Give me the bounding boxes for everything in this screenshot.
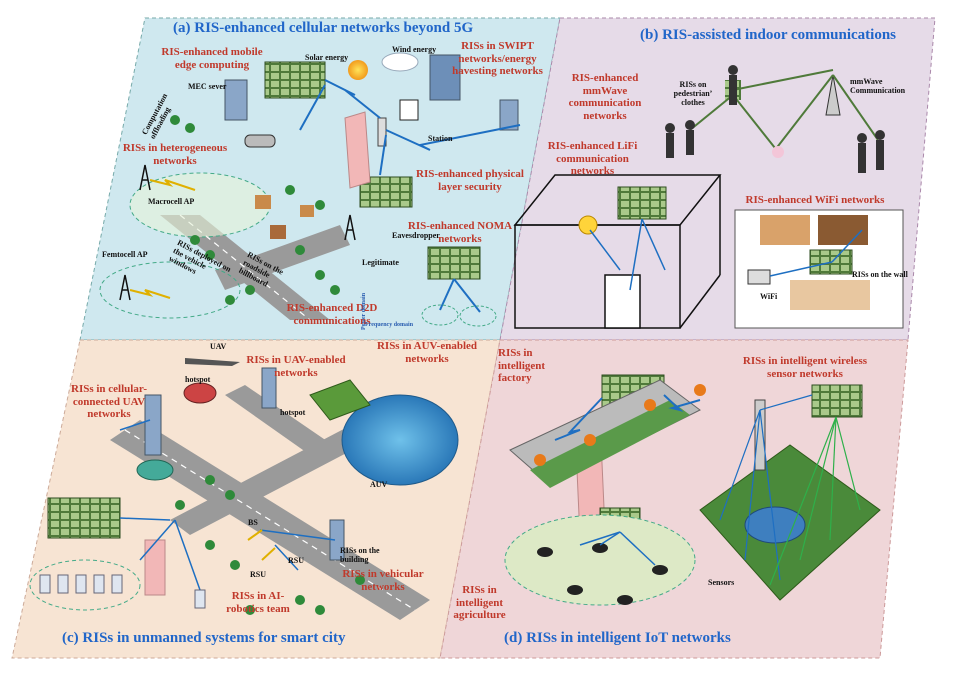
label-on-wall: RISs on the wall <box>852 270 908 279</box>
car-icon <box>244 134 276 148</box>
label-robotics: RISs in AI-robotics team <box>226 590 290 615</box>
label-hetnet: RISs in heterogeneous networks <box>122 142 228 167</box>
light-bulb-icon <box>578 215 598 235</box>
label-rsu-2: RSU <box>288 556 305 565</box>
park-icon <box>309 379 371 421</box>
label-wsn: RISs in intelligent wireless sensor netw… <box>742 355 868 380</box>
label-cellular-uav: RISs in cellular-connected UAV networks <box>71 383 147 421</box>
label-mmwave-comm: mmWave Communication <box>850 77 906 96</box>
charging-station-icon <box>399 99 419 121</box>
label-bs: BS <box>248 518 258 527</box>
label-femtocell: Femtocell AP <box>102 250 148 259</box>
label-noma: RIS-enhanced NOMA networks <box>407 220 513 245</box>
label-wind: Wind energy <box>392 45 437 54</box>
label-lifi: RIS-enhanced LiFi communication networks <box>547 140 638 178</box>
label-factory: RISs in intelligent factory <box>498 347 546 385</box>
panel-b-title: (b) RIS-assisted indoor communications <box>640 27 897 43</box>
label-vehicular: RISs in vehicular networks <box>342 568 424 593</box>
label-auv: AUV <box>370 480 388 489</box>
label-clothes: RISs on pedestrian’ clothes <box>673 80 713 108</box>
label-uav: UAV <box>210 342 227 351</box>
label-uav-enabled: RISs in UAV-enabled networks <box>246 354 346 379</box>
panel-d-title: (d) RISs in intelligent IoT networks <box>504 630 731 646</box>
label-station: Station <box>428 134 453 143</box>
uav-icon <box>185 358 240 366</box>
label-swipt: RISs in SWIPT networks/energy havesting … <box>452 40 543 78</box>
ris-panel-wsn <box>811 384 863 418</box>
label-rsu-1: RSU <box>250 570 267 579</box>
label-macrocell: Macrocell AP <box>148 197 195 206</box>
panel-c-graphics <box>29 358 459 620</box>
ris-panel-city <box>47 497 121 539</box>
wifi-router-icon <box>747 269 771 285</box>
panel-d-graphics <box>504 374 881 606</box>
ris-panel-noma <box>427 246 481 280</box>
label-eavesdropper: Eavesdropper <box>392 231 440 240</box>
label-hotspot-2: hotspot <box>280 408 306 417</box>
label-frequency-domain: Frequency domain <box>365 322 414 328</box>
panel-b-graphics <box>513 65 904 329</box>
label-physec: RIS-enhanced physical layer security <box>416 168 524 193</box>
label-mec: RIS-enhanced mobile edge computing <box>161 46 263 71</box>
lake-icon <box>341 394 459 486</box>
panel-a-title: (a) RIS-enhanced cellular networks beyon… <box>173 20 474 36</box>
label-sensors: Sensors <box>708 578 735 587</box>
label-wifi: WiFi <box>760 292 778 301</box>
label-building: RISs on the building <box>340 546 380 565</box>
label-legitimate: Legitimate <box>362 258 399 267</box>
stadium-icon <box>183 382 217 404</box>
label-wifi-networks: RIS-enhanced WiFi networks <box>745 194 885 206</box>
sun-icon <box>348 60 368 80</box>
panel-c-title: (c) RISs in unmanned systems for smart c… <box>62 630 346 646</box>
ris-panel-lifi <box>617 186 667 220</box>
cloud-icon <box>381 52 419 72</box>
panel-a-graphics <box>99 52 521 327</box>
ris-panel-mec <box>264 61 326 99</box>
label-auv-enabled: RISs in AUV-enabled networks <box>376 340 478 365</box>
label-d2d: RIS-enhanced D2D communications <box>286 302 378 327</box>
label-hotspot-1: hotspot <box>185 375 211 384</box>
label-mmwave: RIS-enhanced mmWave communication networ… <box>568 72 642 122</box>
tower-wsn <box>754 399 766 471</box>
label-mec-server: MEC sever <box>188 82 227 91</box>
label-solar: Solar energy <box>305 53 349 62</box>
label-agriculture: RISs in intelligent agriculture <box>453 584 506 622</box>
ris-panel-physec <box>359 176 413 208</box>
